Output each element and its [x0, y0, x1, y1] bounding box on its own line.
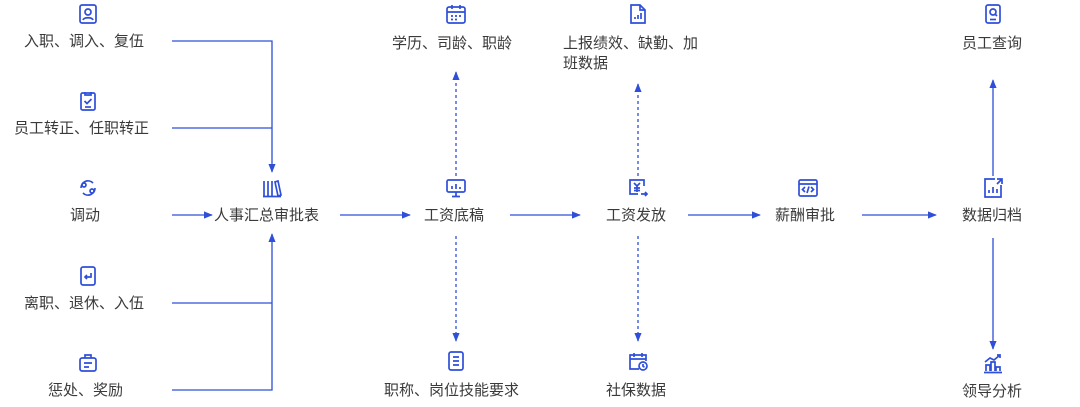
books-icon	[261, 177, 283, 199]
code-window-icon	[797, 177, 819, 199]
input-regularization-label: 员工转正、任职转正	[14, 119, 150, 137]
payment-input-performance-label-line2: 班数据	[563, 54, 609, 72]
document-search-icon	[982, 3, 1004, 25]
analysis-chart-icon	[982, 352, 1004, 374]
flow-salary-approval-label: 薪酬审批	[775, 206, 836, 224]
input-onboarding-label: 入职、调入、复伍	[24, 32, 145, 50]
connector-reward	[172, 233, 276, 391]
list-document-icon	[445, 350, 467, 372]
wage-base-input-education-label: 学历、司龄、职龄	[392, 34, 513, 52]
transfer-cycle-icon	[77, 177, 99, 199]
archive-output-employee-query-label: 员工查询	[962, 34, 1023, 52]
archive-output-leader-analysis-label: 领导分析	[962, 382, 1023, 400]
flow-wage-base-label: 工资底稿	[424, 206, 485, 224]
flow-wage-payment-label: 工资发放	[606, 206, 667, 224]
exit-document-icon	[77, 265, 99, 287]
input-transfer-label: 调动	[70, 206, 101, 224]
flow-summary-approval-form-label: 人事汇总审批表	[214, 206, 320, 224]
checklist-icon	[77, 90, 99, 112]
monitor-chart-icon	[445, 177, 467, 199]
bar-chart-document-icon	[982, 177, 1004, 199]
flow-data-archive-label: 数据归档	[962, 206, 1023, 224]
award-card-icon	[77, 352, 99, 374]
input-reward-label: 惩处、奖励	[48, 381, 124, 399]
calendar-clock-icon	[627, 350, 649, 372]
report-chart-icon	[627, 3, 649, 25]
payment-input-performance-label-line1: 上报绩效、缺勤、加	[563, 34, 699, 52]
wage-base-input-title-label: 职称、岗位技能要求	[384, 381, 520, 399]
payment-input-social-insurance-label: 社保数据	[606, 381, 667, 399]
connector-onboarding	[172, 40, 276, 173]
calendar-icon	[445, 3, 467, 25]
user-id-card-icon	[77, 3, 99, 25]
yen-payment-icon	[627, 177, 649, 199]
input-resignation-label: 离职、退休、入伍	[24, 294, 145, 312]
